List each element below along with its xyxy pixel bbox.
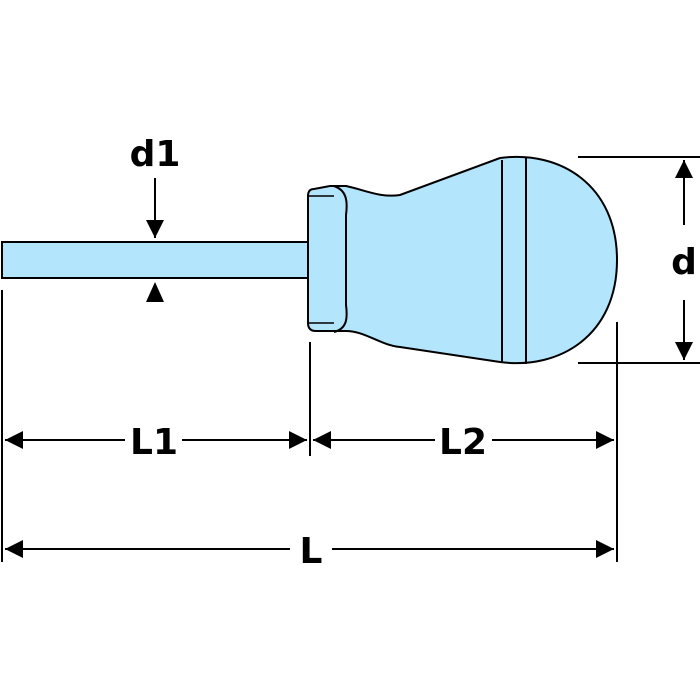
label-d: d: [671, 242, 697, 283]
dimension-l: L: [5, 531, 614, 572]
label-l1: L1: [130, 422, 178, 463]
label-l2: L2: [439, 422, 487, 463]
d1-bottom-arrow: [146, 282, 164, 302]
handle: [307, 155, 619, 365]
dimension-l2: L2: [313, 422, 614, 463]
dimension-d1: d1: [130, 134, 181, 302]
shaft: [1, 241, 311, 279]
dimension-d: d: [671, 160, 697, 360]
label-d1: d1: [130, 134, 181, 175]
label-l: L: [300, 531, 323, 572]
dimension-l1: L1: [5, 422, 307, 463]
extension-lines: [1, 156, 700, 562]
